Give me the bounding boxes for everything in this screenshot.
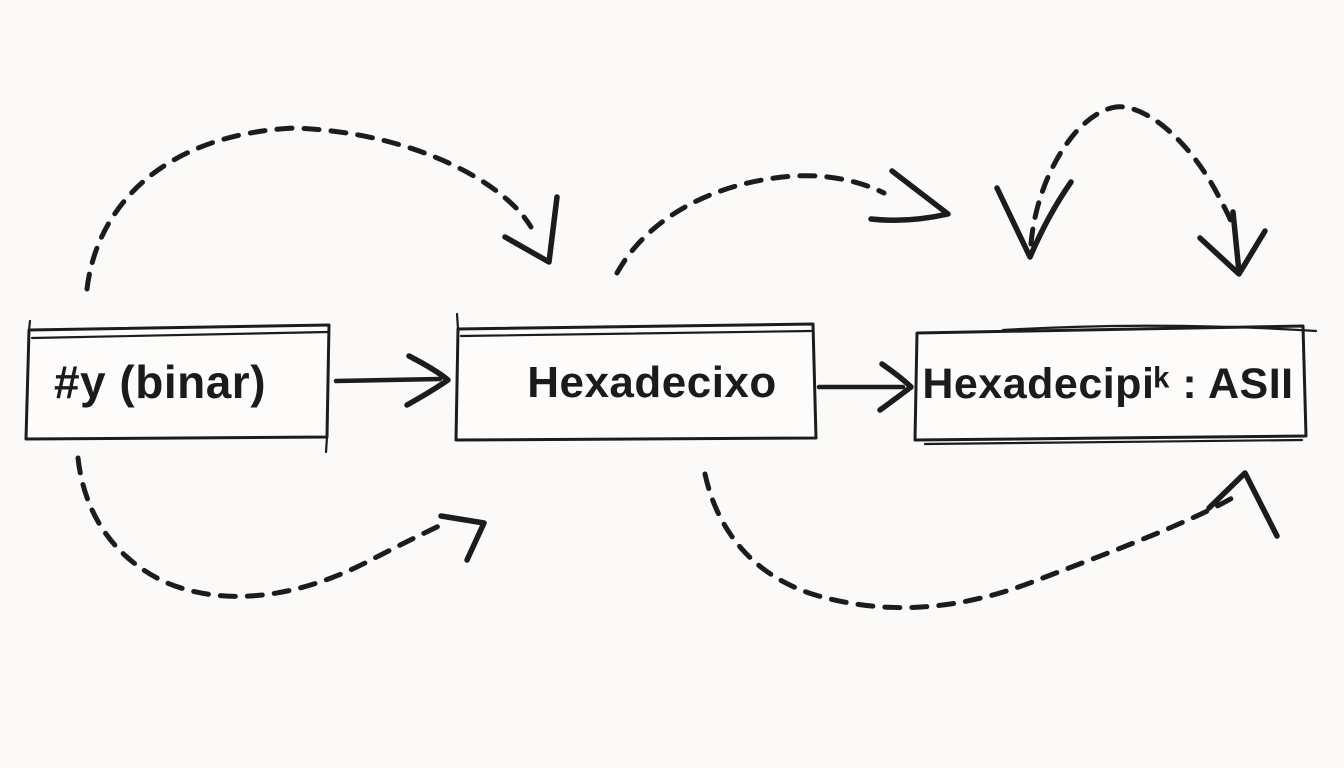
arc-top-loop-ascii	[994, 104, 1268, 277]
node-hexadecimal-box	[454, 322, 818, 442]
node-binary: #y (binar)	[24, 319, 331, 454]
arrow-solid-hex-to-ascii	[816, 361, 914, 413]
arc-bottom-hex-to-ascii	[702, 470, 1280, 611]
arrowhead-up-icon	[1206, 470, 1280, 539]
arc-top-hex-to-ascii	[614, 168, 951, 276]
node-hex-ascii: Hexadecipiᵏ : ASII	[913, 324, 1318, 446]
arrowhead-up-right-icon	[438, 513, 487, 563]
node-hexadecimal-box-topline	[459, 329, 813, 338]
arrowhead-down-stem-icon	[1230, 209, 1242, 275]
node-binary-box-topline	[30, 330, 330, 340]
node-binary-label: #y (binar)	[54, 356, 266, 408]
arc-top-binary-to-hex-curve	[84, 125, 534, 292]
node-binary-box-tick	[27, 319, 329, 454]
arc-top-hex-to-ascii-curve	[614, 173, 887, 276]
arc-top-binary-to-hex	[84, 125, 560, 292]
node-hexadecimal-box-tick	[455, 312, 460, 331]
arrow-solid-binary-to-hex-stem	[333, 376, 443, 384]
node-hex-ascii-label: Hexadecipiᵏ : ASII	[922, 360, 1293, 408]
arrowhead-down-right-icon	[502, 194, 560, 265]
arc-bottom-binary-to-hex	[75, 455, 487, 599]
node-hex-ascii-box	[913, 324, 1308, 442]
arrowhead-down-icon	[1197, 228, 1268, 277]
arc-bottom-binary-to-hex-curve	[75, 455, 444, 599]
node-hex-ascii-box-bottomline	[923, 438, 1304, 446]
node-hex-ascii-box-topline	[1001, 324, 1318, 333]
arrow-solid-binary-to-hex	[333, 353, 451, 408]
node-hexadecimal: Hexadecixo	[454, 312, 818, 442]
arc-top-loop-curve	[1028, 104, 1237, 247]
arc-bottom-hex-to-ascii-curve	[702, 471, 1237, 611]
arrowhead-right-icon	[868, 168, 951, 223]
arrowhead-chevron-right-icon	[877, 361, 914, 413]
node-hexadecimal-label: Hexadecixo	[527, 358, 777, 407]
arrowhead-down-v-icon	[994, 179, 1074, 260]
arrowhead-chevron-right-icon	[404, 353, 451, 408]
